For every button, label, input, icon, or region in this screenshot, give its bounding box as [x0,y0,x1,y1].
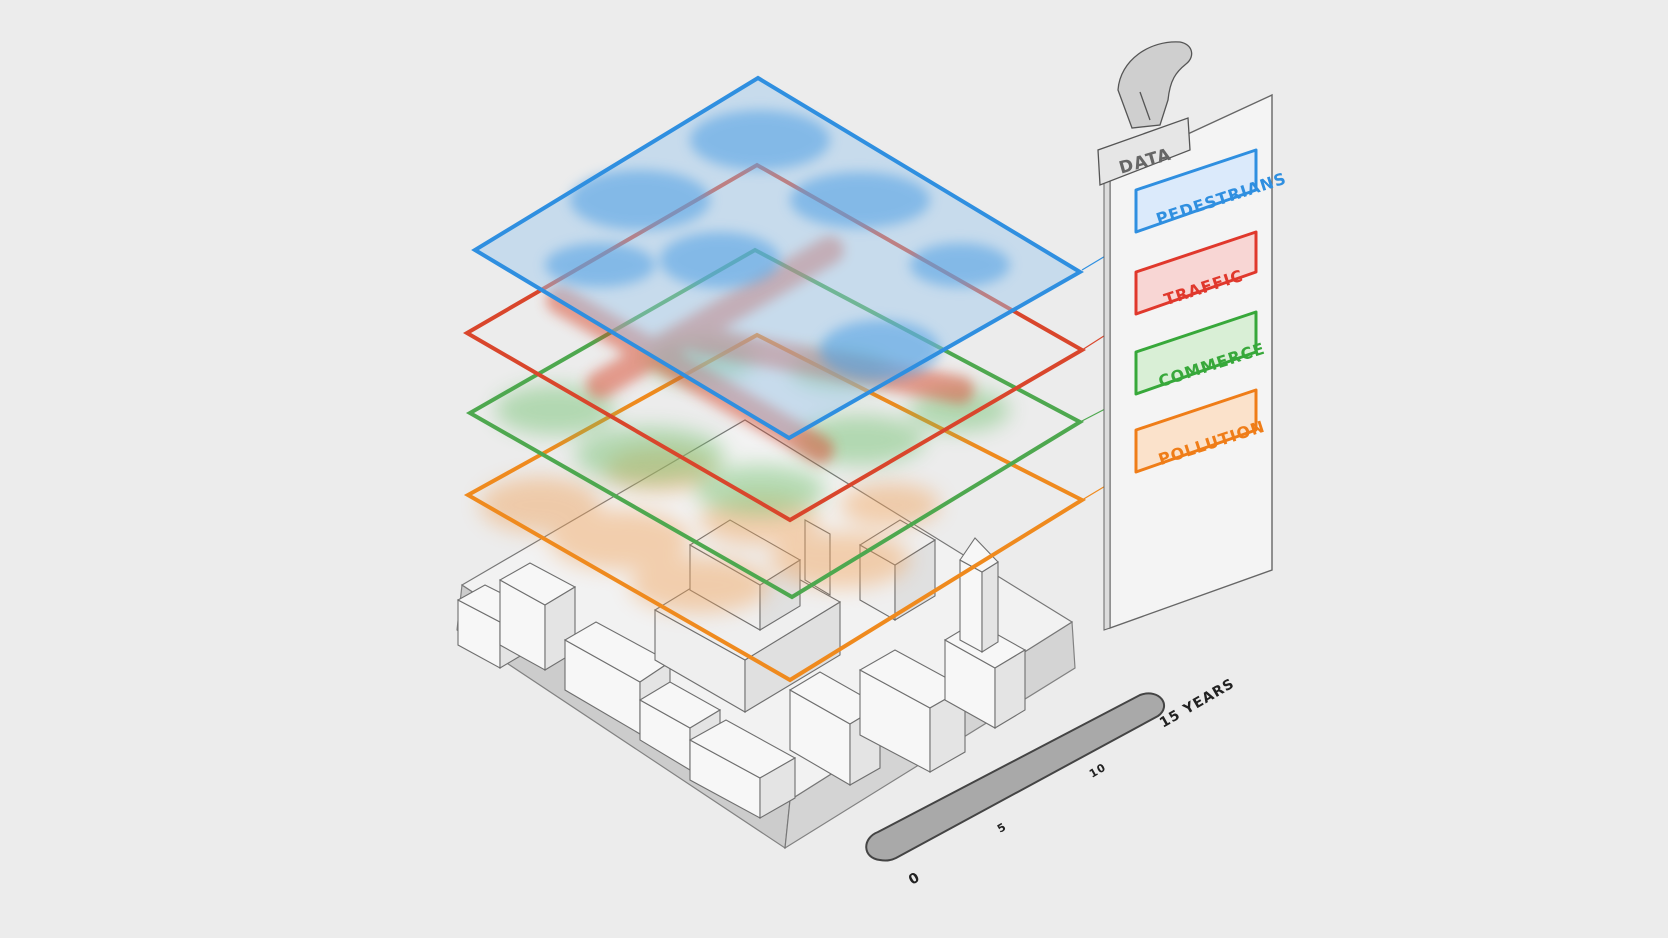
timeline-tick-0: 0 [906,869,923,888]
hand-icon [1117,41,1193,129]
timeline-tick-10: 10 [1087,761,1108,781]
pedestrians-plane-outline [471,75,1084,441]
data-tab[interactable]: DATA [1097,117,1191,186]
buildings-left-row [456,562,797,819]
timeline-tick-5: 5 [995,820,1009,836]
timeline-track[interactable] [865,692,1165,862]
timeline-tick-15-years: 15 YEARS [1157,676,1238,732]
layer-button-commerce[interactable]: COMMERCE [1134,310,1268,396]
pedestrians-layer [471,75,1084,441]
data-panel: DATA PEDESTRIANS TRAFFIC COMMERCE POLLUT… [1097,41,1289,631]
buildings-right-row [788,537,1027,786]
